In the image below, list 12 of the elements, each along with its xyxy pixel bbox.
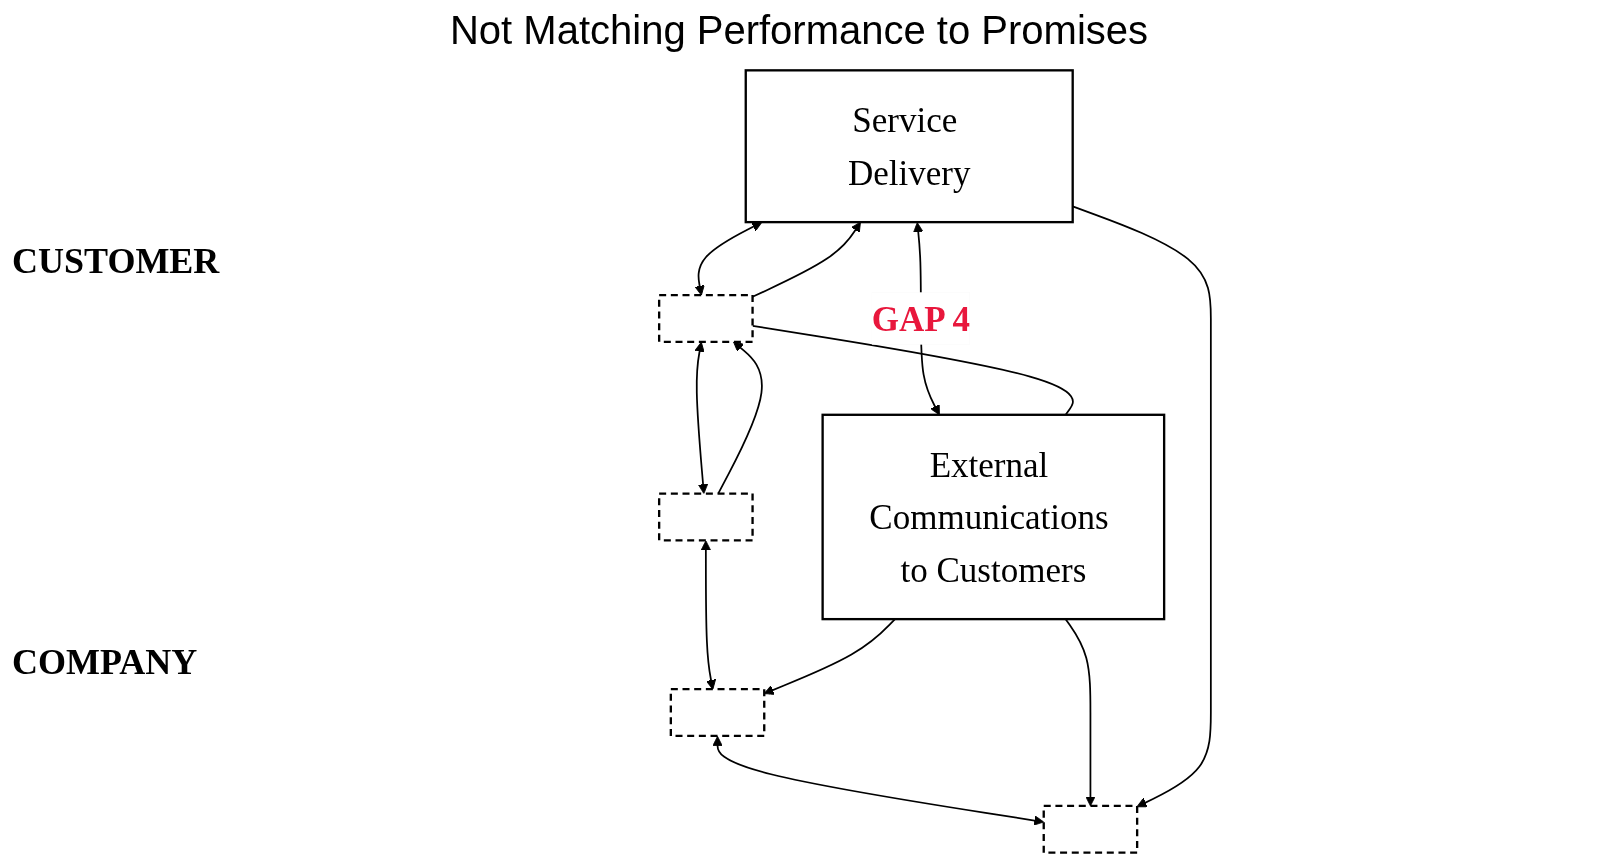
zone-label: COMPANY	[12, 640, 199, 683]
node-box	[658, 492, 754, 542]
edge-label: GAP 4	[871, 299, 971, 338]
arrow	[700, 540, 717, 690]
node-box	[1042, 804, 1139, 854]
node-box: External Communications to Customers	[821, 413, 1166, 621]
title: Not Matching Performance to Promises	[448, 8, 1149, 53]
zone-label: CUSTOMER	[12, 240, 221, 283]
node-box	[658, 293, 754, 343]
node-box: Service Delivery	[744, 69, 1074, 224]
arrow	[694, 221, 763, 296]
node-box	[669, 688, 766, 738]
